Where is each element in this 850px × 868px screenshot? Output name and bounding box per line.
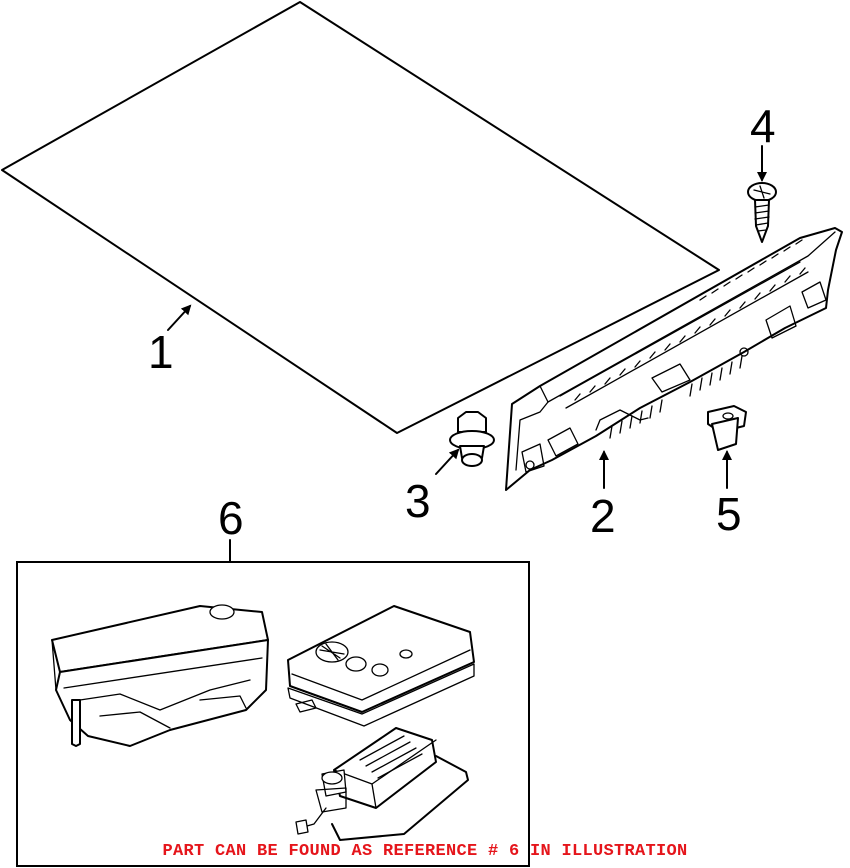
trim-panel-part xyxy=(505,227,843,491)
compressor-part xyxy=(295,727,469,841)
callout-5: 5 xyxy=(716,488,742,540)
footer-note: PART CAN BE FOUND AS REFERENCE # 6 IN IL… xyxy=(162,842,688,861)
callout-3: 3 xyxy=(405,475,431,527)
mobility-kit-case xyxy=(287,605,475,727)
trunk-mat-panel xyxy=(1,1,720,434)
callout-4: 4 xyxy=(750,100,776,152)
detail-box-6 xyxy=(16,561,530,867)
arrow-1 xyxy=(167,304,192,331)
callout-2: 2 xyxy=(590,490,616,542)
clip-nut-part xyxy=(707,405,747,451)
storage-tray-part xyxy=(51,604,269,747)
push-clip-part xyxy=(449,411,495,467)
screw-part xyxy=(747,182,777,243)
callout-6: 6 xyxy=(218,492,244,544)
callout-1: 1 xyxy=(148,326,174,378)
arrow-3 xyxy=(435,448,460,475)
